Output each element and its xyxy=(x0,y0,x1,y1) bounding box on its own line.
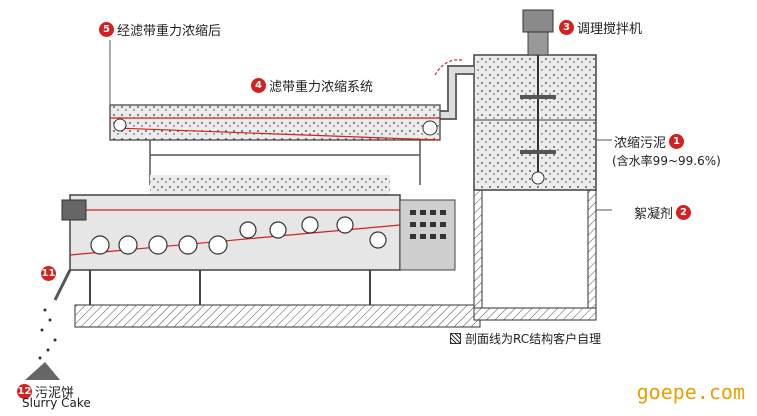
badge-11: 11 xyxy=(41,266,56,281)
label-step1-sub: (含水率99~99.6%) xyxy=(612,154,721,168)
cake-chute xyxy=(53,269,72,301)
label-step2-text: 絮凝剂 xyxy=(634,207,674,222)
badge-5: 5 xyxy=(99,22,114,37)
label-step2: 絮凝剂 2 xyxy=(634,203,694,222)
badge-4: 4 xyxy=(251,78,266,93)
label-step12-text: 污泥饼 xyxy=(35,386,75,401)
badge-1: 1 xyxy=(669,134,685,149)
label-step5-text: 经滤带重力浓缩后 xyxy=(117,24,222,39)
drive-motor xyxy=(61,199,87,221)
label-step4: 4 滤带重力浓缩系统 xyxy=(248,76,373,95)
sludge-cake-pile xyxy=(25,362,60,380)
control-panel xyxy=(399,199,456,271)
tank-base xyxy=(473,307,597,321)
hatch-swatch xyxy=(450,333,461,344)
label-step3-text: 调理搅拌机 xyxy=(577,22,643,37)
label-step3: 3 调理搅拌机 xyxy=(556,18,642,37)
badge-2: 2 xyxy=(676,205,692,220)
label-step11: 11 xyxy=(38,266,59,281)
label-step12-sub: Slurry Cake xyxy=(22,396,91,410)
watermark: goepe.com xyxy=(636,380,745,404)
foundation xyxy=(74,304,481,328)
label-step5: 5 经滤带重力浓缩后 xyxy=(96,20,221,39)
feed-pipe xyxy=(440,65,474,120)
mixing-tank xyxy=(473,54,597,191)
label-step1: 浓缩污泥 1 xyxy=(614,132,687,151)
badge-12: 12 xyxy=(17,384,32,399)
label-step1-text: 浓缩污泥 xyxy=(614,136,667,151)
tank-foundation-left xyxy=(473,189,483,311)
label-step12: 12 污泥饼 xyxy=(14,382,74,401)
badge-3: 3 xyxy=(559,20,574,35)
press-frame xyxy=(69,194,401,271)
label-step4-text: 滤带重力浓缩系统 xyxy=(269,80,374,95)
legend: 剖面线为RC结构客户自理 xyxy=(450,330,601,347)
tank-foundation-right xyxy=(587,189,597,321)
legend-text: 剖面线为RC结构客户自理 xyxy=(465,332,602,346)
mixer-motor xyxy=(522,9,554,33)
gravity-belt-zone xyxy=(109,104,441,141)
press-rollers xyxy=(90,216,387,255)
